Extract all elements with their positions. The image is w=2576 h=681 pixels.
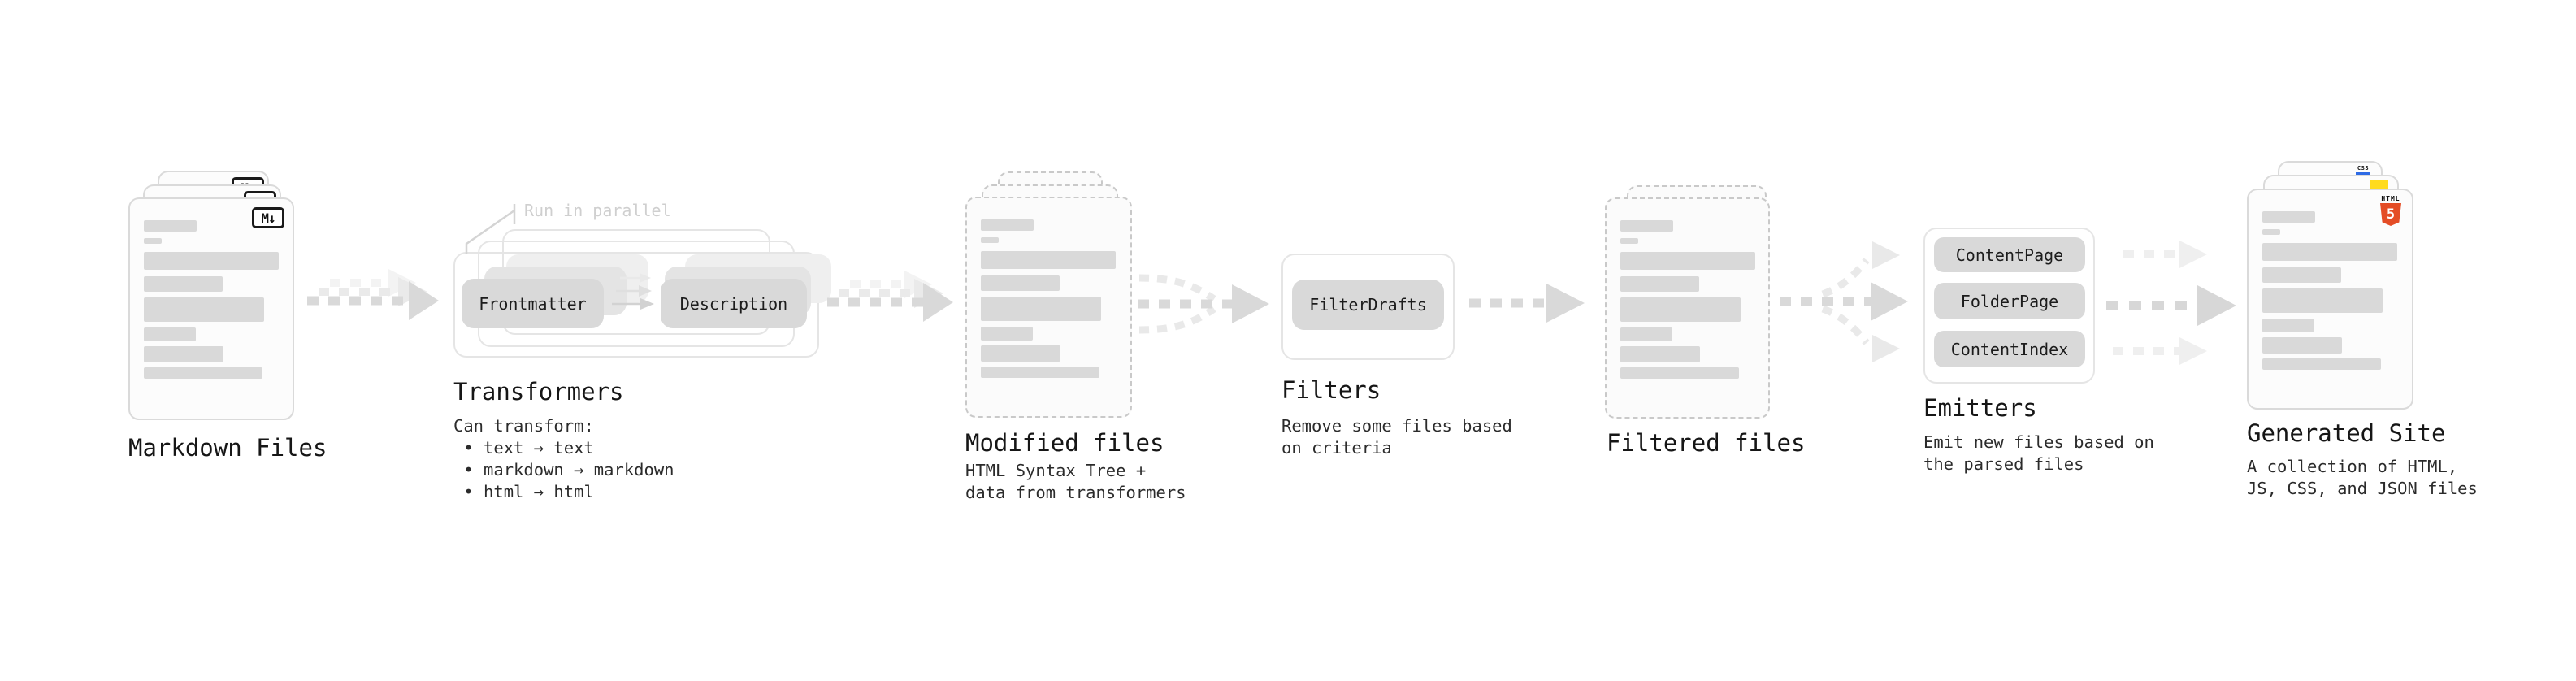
emitter-node-label: ContentIndex (1950, 339, 2069, 359)
css3-icon-bar (2356, 172, 2370, 175)
html5-icon: HTML 5 (2379, 195, 2403, 226)
filtered-file-front (1605, 197, 1770, 419)
arrow-transformers-to-modified (827, 271, 953, 322)
content-bar (2262, 337, 2342, 354)
transformer-node-frontmatter: Frontmatter (462, 279, 604, 328)
content-bar (144, 346, 223, 362)
content-bar (1620, 238, 1638, 244)
transformer-node-label: Description (679, 293, 788, 314)
content-bar (2262, 267, 2341, 283)
content-bar (144, 220, 197, 232)
content-bar (981, 345, 1060, 362)
emitter-node-contentpage: ContentPage (1934, 237, 2085, 272)
css3-icon: CSS (2355, 166, 2371, 175)
content-bar (2262, 243, 2397, 261)
content-bar (2262, 358, 2381, 370)
content-bar (2262, 229, 2280, 235)
content-bar (981, 327, 1033, 340)
content-bar (1620, 252, 1755, 270)
content-bar (1620, 327, 1672, 341)
content-bar (981, 367, 1099, 378)
arrow-markdown-to-transformers (307, 269, 439, 320)
content-bar (2262, 211, 2315, 223)
content-bar (981, 275, 1060, 291)
emitter-node-label: FolderPage (1960, 291, 2059, 311)
emitter-node-contentindex: ContentIndex (1934, 331, 2085, 367)
stage-title-modified-files: Modified files (965, 429, 1164, 457)
content-bar (144, 297, 264, 322)
transformer-node-description: Description (661, 279, 807, 328)
javascript-icon (2370, 180, 2388, 190)
content-bar (1620, 297, 1741, 322)
html5-icon-shield: 5 (2380, 203, 2401, 226)
content-bar (981, 237, 999, 243)
doc-content (2262, 211, 2397, 370)
stage-title-markdown-files: Markdown Files (128, 434, 327, 462)
content-bar (144, 252, 279, 270)
doc-content (144, 220, 279, 379)
stage-desc-transformers: Can transform: • text → text • markdown … (453, 416, 674, 501)
filter-node-label: FilterDrafts (1309, 295, 1427, 314)
transformer-node-label: Frontmatter (479, 293, 587, 314)
content-bar (981, 251, 1116, 269)
doc-content (1620, 220, 1755, 379)
arrow-filtered-to-emitters (1780, 241, 1908, 362)
content-bar (981, 219, 1034, 231)
stage-title-emitters: Emitters (1923, 394, 2037, 422)
content-bar (1620, 220, 1673, 232)
content-bar (144, 238, 162, 244)
markdown-icon: M↓ (252, 207, 284, 228)
html5-icon-label: HTML (2381, 195, 2400, 202)
stage-desc-modified-files: HTML Syntax Tree + data from transformer… (965, 461, 1186, 502)
stage-desc-emitters: Emit new files based on the parsed files (1923, 432, 2154, 474)
content-bar (1620, 276, 1699, 292)
content-bar (2262, 288, 2383, 313)
run-in-parallel-note: Run in parallel (524, 201, 671, 220)
content-bar (144, 276, 223, 292)
filter-node-filterdrafts: FilterDrafts (1292, 280, 1444, 330)
css3-icon-label: CSS (2357, 165, 2370, 171)
content-bar (1620, 346, 1700, 362)
stage-title-transformers: Transformers (453, 378, 624, 406)
html5-icon-number: 5 (2386, 206, 2396, 223)
stage-title-filtered-files: Filtered files (1607, 429, 1806, 457)
arrow-emitters-to-generated (2106, 241, 2236, 365)
arrow-modified-to-filters (1138, 274, 1269, 334)
stage-title-filters: Filters (1281, 376, 1381, 404)
stage-title-generated-site: Generated Site (2247, 419, 2446, 447)
doc-content (981, 219, 1116, 378)
stage-desc-filters: Remove some files based on criteria (1281, 416, 1512, 458)
stage-desc-generated-site: A collection of HTML, JS, CSS, and JSON … (2247, 457, 2478, 498)
markdown-icon-label: M↓ (261, 210, 275, 226)
content-bar (2262, 319, 2314, 332)
content-bar (981, 297, 1101, 321)
emitter-node-label: ContentPage (1955, 245, 2064, 265)
arrow-filters-to-filtered (1469, 284, 1585, 323)
modified-file-front (965, 197, 1132, 418)
markdown-file-front: M↓ (128, 197, 294, 420)
generated-file-front: HTML 5 (2247, 189, 2413, 410)
emitter-node-folderpage: FolderPage (1934, 283, 2085, 319)
content-bar (1620, 367, 1739, 379)
transformers-box-front (453, 252, 819, 358)
content-bar (144, 327, 196, 341)
content-bar (144, 367, 262, 379)
